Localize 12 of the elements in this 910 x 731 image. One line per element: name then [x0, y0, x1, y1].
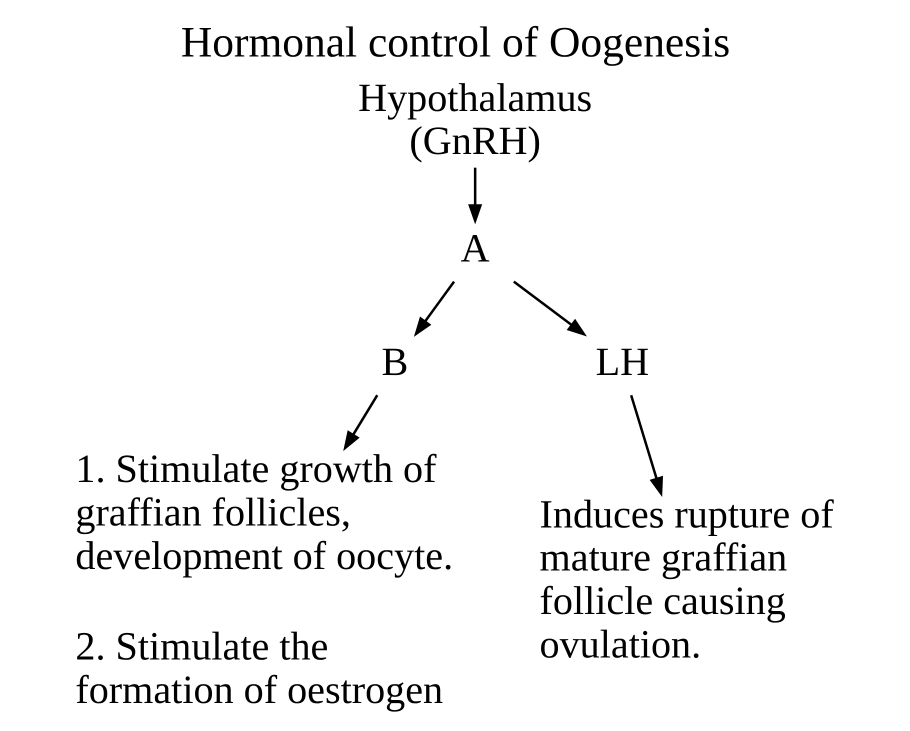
arrow — [512, 280, 586, 336]
arrow — [629, 394, 663, 498]
node-text: 1. Stimulate growth of graffian follicles, development of oocyte. 2. Stimulate the formation of oestrogen — [74, 446, 453, 712]
node-text: A — [460, 225, 490, 270]
diagram-title: Hormonal control of Oogenesis — [180, 18, 730, 67]
node-text: B — [380, 339, 408, 384]
arrow — [413, 280, 455, 337]
node-text: Hypothalamus (GnRH) — [358, 74, 592, 164]
arrow — [468, 168, 482, 224]
arrow — [342, 394, 378, 452]
node-text: Induces rupture of mature graffian follicle causing ovulation. — [539, 491, 834, 667]
node-text: LH — [595, 339, 649, 384]
